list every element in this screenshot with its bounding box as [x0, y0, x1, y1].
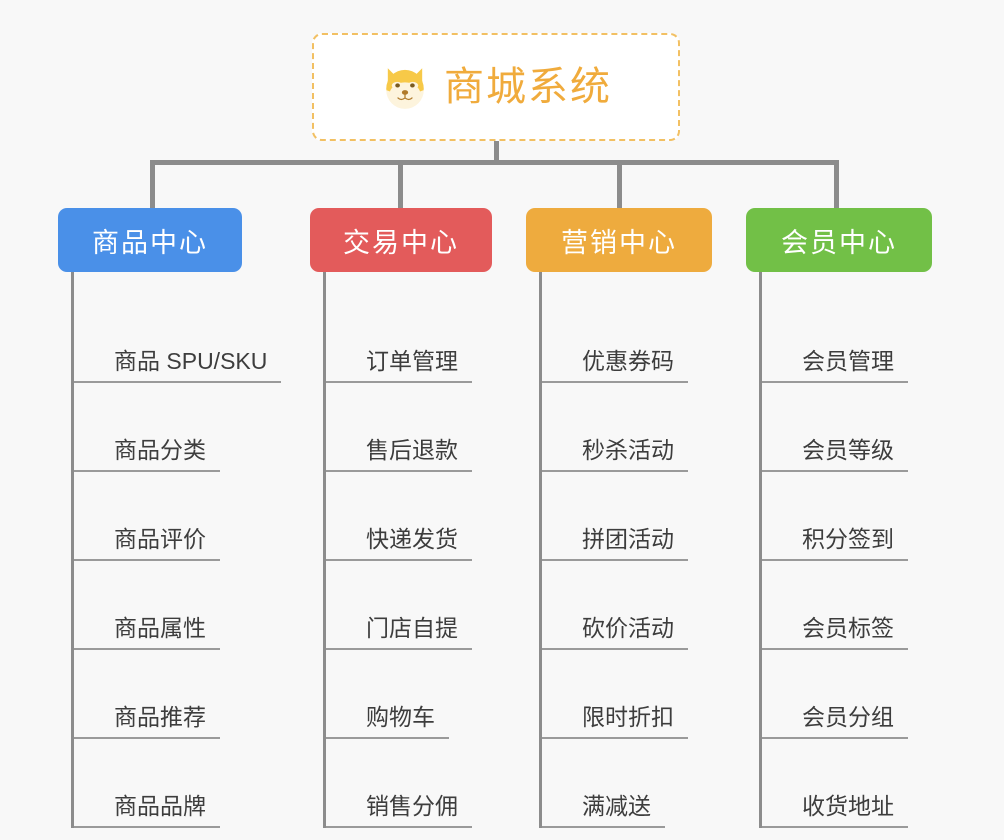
branch-title: 商品中心	[92, 227, 208, 258]
list-item[interactable]: 优惠券码	[542, 294, 712, 383]
branch-title: 会员中心	[781, 227, 897, 258]
root-node[interactable]: 商城系统	[312, 33, 680, 141]
leaf-label: 秒杀活动	[542, 437, 688, 472]
list-item[interactable]: 商品推荐	[74, 650, 242, 739]
leaf-label: 限时折扣	[542, 704, 688, 739]
list-item[interactable]: 门店自提	[326, 561, 492, 650]
leaf-label: 销售分佣	[326, 793, 472, 828]
branch-title: 交易中心	[343, 227, 459, 258]
leaf-label: 积分签到	[762, 526, 908, 561]
leaf-label: 商品分类	[74, 437, 220, 472]
leaf-label: 优惠券码	[542, 348, 688, 383]
leaf-label: 会员等级	[762, 437, 908, 472]
leaf-label: 商品推荐	[74, 704, 220, 739]
leaf-label: 砍价活动	[542, 615, 688, 650]
list-item[interactable]: 商品分类	[74, 383, 242, 472]
branch-title: 营销中心	[561, 227, 677, 258]
list-item[interactable]: 销售分佣	[326, 739, 492, 828]
list-item[interactable]: 购物车	[326, 650, 492, 739]
list-item[interactable]: 收货地址	[762, 739, 932, 828]
leaf-label: 售后退款	[326, 437, 472, 472]
connector-horizontal-bus	[150, 160, 839, 165]
list-item[interactable]: 砍价活动	[542, 561, 712, 650]
leaf-label: 快递发货	[326, 526, 472, 561]
branch-column-product: 商品中心 商品 SPU/SKU 商品分类 商品评价 商品属性 商品推荐 商品品牌	[58, 208, 282, 828]
leaf-label: 收货地址	[762, 793, 908, 828]
leaf-label: 商品品牌	[74, 793, 220, 828]
branch-column-marketing: 营销中心 优惠券码 秒杀活动 拼团活动 砍价活动 限时折扣 满减送	[526, 208, 712, 828]
branch-column-trade: 交易中心 订单管理 售后退款 快递发货 门店自提 购物车 销售分佣	[310, 208, 492, 828]
list-item[interactable]: 快递发货	[326, 472, 492, 561]
shiba-dog-face-icon	[386, 68, 424, 109]
connector-drop-1	[150, 160, 155, 208]
list-item[interactable]: 商品属性	[74, 561, 242, 650]
leaf-label: 购物车	[326, 704, 449, 739]
list-item[interactable]: 限时折扣	[542, 650, 712, 739]
list-item[interactable]: 商品评价	[74, 472, 242, 561]
branch-header-member[interactable]: 会员中心	[746, 208, 932, 272]
list-item[interactable]: 商品品牌	[74, 739, 242, 828]
list-item[interactable]: 秒杀活动	[542, 383, 712, 472]
branch-header-marketing[interactable]: 营销中心	[526, 208, 712, 272]
leaf-label: 订单管理	[326, 348, 472, 383]
list-item[interactable]: 积分签到	[762, 472, 932, 561]
list-item[interactable]: 会员管理	[762, 294, 932, 383]
branch-items-trade: 订单管理 售后退款 快递发货 门店自提 购物车 销售分佣	[323, 272, 492, 828]
leaf-label: 拼团活动	[542, 526, 688, 561]
branch-items-product: 商品 SPU/SKU 商品分类 商品评价 商品属性 商品推荐 商品品牌	[71, 272, 282, 828]
leaf-label: 商品属性	[74, 615, 220, 650]
branch-items-member: 会员管理 会员等级 积分签到 会员标签 会员分组 收货地址	[759, 272, 932, 828]
leaf-label: 商品 SPU/SKU	[74, 348, 282, 383]
connector-drop-2	[398, 160, 403, 208]
list-item[interactable]: 会员分组	[762, 650, 932, 739]
leaf-label: 满减送	[542, 793, 665, 828]
list-item[interactable]: 会员标签	[762, 561, 932, 650]
list-item[interactable]: 拼团活动	[542, 472, 712, 561]
connector-drop-4	[834, 160, 839, 208]
leaf-label: 会员标签	[762, 615, 908, 650]
connector-root-stem	[494, 141, 499, 164]
list-item[interactable]: 满减送	[542, 739, 712, 828]
connector-drop-3	[617, 160, 622, 208]
branch-header-product[interactable]: 商品中心	[58, 208, 242, 272]
leaf-label: 商品评价	[74, 526, 220, 561]
branch-column-member: 会员中心 会员管理 会员等级 积分签到 会员标签 会员分组 收货地址	[746, 208, 932, 828]
list-item[interactable]: 会员等级	[762, 383, 932, 472]
branch-header-trade[interactable]: 交易中心	[310, 208, 492, 272]
list-item[interactable]: 商品 SPU/SKU	[74, 294, 282, 383]
list-item[interactable]: 售后退款	[326, 383, 492, 472]
list-item[interactable]: 订单管理	[326, 294, 492, 383]
root-title: 商城系统	[444, 65, 612, 109]
leaf-label: 会员管理	[762, 348, 908, 383]
branch-items-marketing: 优惠券码 秒杀活动 拼团活动 砍价活动 限时折扣 满减送	[539, 272, 712, 828]
leaf-label: 门店自提	[326, 615, 472, 650]
leaf-label: 会员分组	[762, 704, 908, 739]
